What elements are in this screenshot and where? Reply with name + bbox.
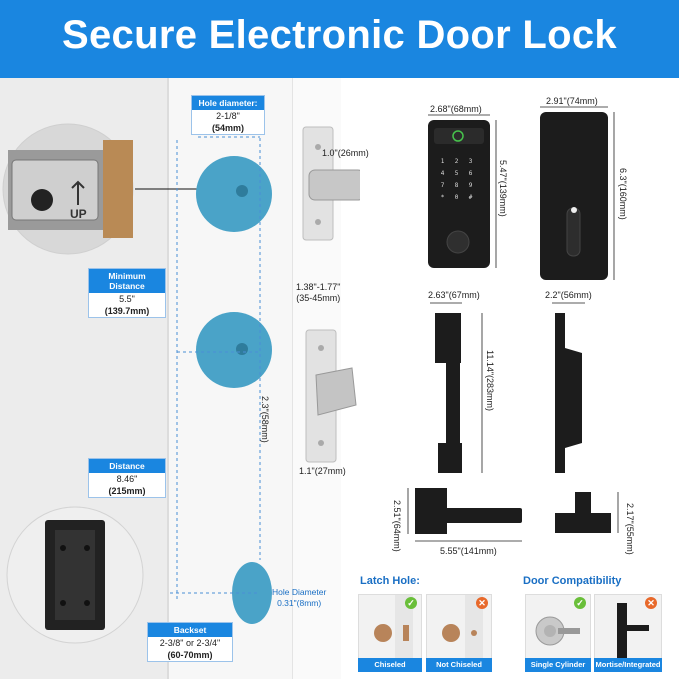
front-width-dim: 2.68"(68mm)	[430, 104, 482, 114]
backset-head: Backset	[148, 623, 232, 637]
handleset-side-view	[555, 313, 582, 473]
lever-height-dim: 2.51"(64mm)	[392, 500, 402, 552]
door-compat-title: Door Compatibility	[523, 575, 622, 587]
keypad-key: *	[440, 194, 445, 201]
backset-mm: (60-70mm)	[167, 650, 213, 660]
back-height-dim: 6.3"(160mm)	[618, 168, 628, 220]
mortise-caption: Mortise/Integrated	[594, 658, 662, 672]
faceplate-height-dim: 2.3"(58mm)	[260, 396, 270, 443]
lever-front-view	[415, 488, 522, 534]
handle-height-dim: 11.14"(283mm)	[485, 350, 495, 412]
back-width-dim: 2.91"(74mm)	[546, 96, 598, 106]
top-bore-hole	[196, 156, 272, 232]
backset-label: Backset 2-3/8" or 2-3/4" (60-70mm)	[147, 622, 233, 662]
keypad-key: 2	[454, 158, 459, 165]
page-title: Secure Electronic Door Lock	[62, 13, 617, 57]
keypad-key: 9	[468, 182, 473, 189]
handle-width-dim: 2.63"(67mm)	[428, 290, 480, 300]
distance-head: Distance	[89, 459, 165, 473]
handle-side-width-dim: 2.2"(56mm)	[545, 290, 592, 300]
small-hole-diameter-label: Hole Diameter 0.31"(8mm)	[272, 587, 326, 609]
jamb-thickness-dim: 1.38"-1.77" (35-45mm)	[296, 282, 340, 304]
single-cylinder-caption: Single Cylinder	[525, 658, 591, 672]
title-banner: Secure Electronic Door Lock	[0, 0, 679, 78]
hole-diameter-mm: (54mm)	[211, 123, 244, 133]
hole-diameter-head: Hole diameter:	[192, 96, 264, 110]
latch-closeup-inset	[2, 123, 134, 255]
up-label: UP	[70, 207, 87, 221]
latch-hole-title: Latch Hole:	[360, 575, 420, 587]
keypad-key: 6	[468, 170, 473, 177]
small-hole	[232, 562, 272, 624]
lever-width-dim: 5.55"(141mm)	[440, 546, 497, 556]
chiseled-caption: Chiseled	[358, 658, 422, 672]
check-icon: ✓	[574, 597, 586, 609]
compat-option-single-cylinder	[525, 594, 591, 666]
product-views	[407, 106, 619, 542]
front-height-dim: 5.47"(139mm)	[498, 160, 508, 217]
hole-diameter-label: Hole diameter: 2-1/8" (54mm)	[191, 95, 265, 135]
small-hole-size: 0.31"(8mm)	[277, 598, 322, 608]
distance-mm: (215mm)	[108, 486, 146, 496]
latch-faceplate	[305, 329, 357, 463]
mounting-plate-inset	[6, 506, 144, 644]
keypad-front-view	[428, 120, 490, 268]
strike-depth-dim: 1.0"(26mm)	[322, 148, 369, 158]
hole-diameter-in: 2-1/8"	[216, 111, 240, 121]
lever-side-height-dim: 2.17"(55mm)	[625, 503, 635, 555]
keypad-key: 8	[454, 182, 459, 189]
distance-in: 8.46"	[116, 474, 138, 484]
keypad-key: 3	[468, 158, 473, 165]
strike-plate	[302, 126, 360, 241]
installation-diagram	[2, 120, 360, 644]
cross-icon: ✕	[476, 597, 488, 609]
keypad-key: 0	[454, 194, 459, 201]
keypad-key: 7	[440, 182, 445, 189]
check-icon: ✓	[405, 597, 417, 609]
backset-in: 2-3/8" or 2-3/4"	[159, 638, 221, 648]
jamb-thickness-mm: (35-45mm)	[296, 293, 341, 303]
jamb-thickness-in: 1.38"-1.77"	[296, 282, 341, 292]
interior-back-view	[540, 112, 608, 280]
keypad-key: 1	[440, 158, 445, 165]
keypad-keys: 1 2 3 4 5 6 7 8 9 * 0 #	[439, 158, 479, 218]
handleset-front-view	[435, 313, 462, 473]
keypad-key: 5	[454, 170, 459, 177]
keypad-key: #	[468, 194, 473, 201]
min-distance-head: Minimum Distance	[89, 269, 165, 293]
min-distance-mm: (139.7mm)	[104, 306, 150, 316]
small-hole-title: Hole Diameter	[272, 587, 327, 597]
min-distance-in: 5.5"	[119, 294, 135, 304]
lever-side-view	[555, 492, 611, 533]
middle-bore-hole	[196, 312, 272, 388]
faceplate-width-dim: 1.1"(27mm)	[299, 466, 346, 476]
cross-icon: ✕	[645, 597, 657, 609]
distance-label: Distance 8.46" (215mm)	[88, 458, 166, 498]
keypad-key: 4	[440, 170, 445, 177]
min-distance-label: Minimum Distance 5.5" (139.7mm)	[88, 268, 166, 318]
not-chiseled-caption: Not Chiseled	[426, 658, 492, 672]
